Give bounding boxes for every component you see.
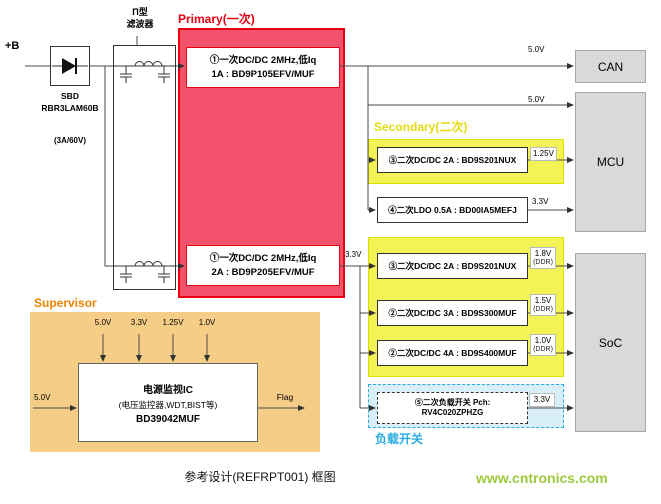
mcu-label: MCU bbox=[596, 155, 625, 169]
supervisor-ic-title: 电源监视IC bbox=[143, 384, 193, 396]
primary-dcdc-1a-block: ①一次DC/DC 2MHz,低Iq 1A : BD9P105EFV/MUF bbox=[186, 47, 340, 88]
supervisor-flag-output: Flag bbox=[276, 392, 294, 402]
secondary-block-label: ④二次LDO 0.5A : BD00IA5MEFJ bbox=[388, 204, 517, 215]
soc-load-box: SoC bbox=[575, 253, 646, 432]
voltage-value: 1.25V bbox=[533, 149, 554, 158]
sbd-diode-box bbox=[50, 46, 90, 86]
voltage-chip-1v0: 1.0V (DDR) bbox=[530, 334, 556, 356]
mcu-load-box: MCU bbox=[575, 92, 646, 232]
supervisor-ic-block: 电源监视IC (电压监控器,WDT,BIST等) BD39042MUF bbox=[78, 363, 258, 442]
secondary-dcdc-2a-block-1: ③二次DC/DC 2A : BD9S201NUX bbox=[377, 147, 528, 173]
voltage-value: 1.5V bbox=[534, 296, 552, 305]
supervisor-left-input: 5.0V bbox=[34, 393, 51, 402]
secondary-block-label: ②二次DC/DC 3A : BD9S300MUF bbox=[388, 307, 517, 318]
ddr-tag: (DDR) bbox=[533, 306, 553, 313]
voltage-chip-3v3-loadswitch: 3.3V bbox=[529, 393, 555, 407]
voltage-chip-1v5: 1.5V (DDR) bbox=[530, 294, 556, 316]
primary-dcdc-1a-line2: 1A : BD9P105EFV/MUF bbox=[211, 68, 315, 80]
soc-label: SoC bbox=[598, 335, 623, 350]
primary-dcdc-2a-line1: ①一次DC/DC 2MHz,低Iq bbox=[209, 253, 317, 265]
voltage-chip-1v25: 1.25V bbox=[530, 147, 557, 161]
voltage-chip-1v8: 1.8V (DDR) bbox=[530, 247, 556, 269]
sbd-part-number: RBR3LAM60B bbox=[41, 103, 99, 113]
watermark: www.cntronics.com bbox=[476, 470, 608, 486]
supervisor-input-5v: 5.0V bbox=[94, 318, 112, 327]
secondary-dcdc-2a-block-2: ③二次DC/DC 2A : BD9S201NUX bbox=[377, 253, 528, 279]
sbd-rating: (3A/60V) bbox=[53, 136, 86, 145]
supervisor-ic-part-number: BD39042MUF bbox=[136, 413, 200, 425]
voltage-label-rail2: 3.3V bbox=[345, 250, 362, 259]
load-switch-block: ⑤二次负载开关 Pch: RV4C020ZPHZG bbox=[377, 392, 528, 424]
ddr-tag: (DDR) bbox=[533, 259, 553, 266]
supervisor-ic-功能: (电压监控器,WDT,BIST等) bbox=[118, 399, 218, 410]
primary-dcdc-1a-line1: ①一次DC/DC 2MHz,低Iq bbox=[209, 55, 317, 67]
pi-filter-circuit-icon bbox=[114, 61, 175, 283]
load-switch-title: 负载开关 bbox=[375, 432, 424, 446]
secondary-dcdc-4a-block: ②二次DC/DC 4A : BD9S400MUF bbox=[377, 340, 528, 366]
voltage-value: 1.0V bbox=[534, 336, 552, 345]
voltage-label-ldo-out: 3.3V bbox=[532, 197, 549, 206]
voltage-label-can: 5.0V bbox=[528, 45, 545, 54]
secondary-ldo-block: ④二次LDO 0.5A : BD00IA5MEFJ bbox=[377, 197, 528, 223]
primary-dcdc-2a-block: ①一次DC/DC 2MHz,低Iq 2A : BD9P205EFV/MUF bbox=[186, 245, 340, 286]
diagram-caption: 参考设计(REFRPT001) 框图 bbox=[184, 470, 336, 484]
pi-filter-label-line1: Π型 bbox=[132, 7, 148, 17]
supervisor-input-1v0: 1.0V bbox=[198, 318, 216, 327]
diode-icon bbox=[52, 58, 88, 74]
battery-input-label: +B bbox=[5, 40, 20, 52]
sbd-title: SBD bbox=[61, 91, 79, 101]
pi-filter-box bbox=[113, 45, 176, 290]
can-label: CAN bbox=[597, 59, 624, 74]
ddr-tag: (DDR) bbox=[533, 346, 553, 353]
secondary-dcdc-3a-block: ②二次DC/DC 3A : BD9S300MUF bbox=[377, 300, 528, 326]
voltage-label-mcu: 5.0V bbox=[528, 95, 545, 104]
supervisor-section-title: Supervisor bbox=[34, 296, 97, 310]
secondary-block-label: ②二次DC/DC 4A : BD9S400MUF bbox=[388, 347, 517, 358]
secondary-block-label: ③二次DC/DC 2A : BD9S201NUX bbox=[388, 260, 517, 271]
can-load-box: CAN bbox=[575, 50, 646, 83]
voltage-value: 1.8V bbox=[534, 249, 552, 258]
supervisor-input-3v3: 3.3V bbox=[130, 318, 148, 327]
voltage-value: 3.3V bbox=[533, 395, 551, 404]
supervisor-input-1v25: 1.25V bbox=[162, 318, 184, 327]
load-switch-line1: ⑤二次负载开关 Pch: bbox=[414, 397, 491, 407]
primary-dcdc-2a-line2: 2A : BD9P205EFV/MUF bbox=[211, 266, 315, 278]
primary-section-title: Primary(一次) bbox=[178, 12, 255, 26]
secondary-section-title: Secondary(二次) bbox=[374, 120, 468, 134]
load-switch-line2: RV4C020ZPHZG bbox=[421, 408, 484, 417]
secondary-block-label: ③二次DC/DC 2A : BD9S201NUX bbox=[388, 154, 517, 165]
pi-filter-label-line2: 滤波器 bbox=[126, 19, 154, 29]
